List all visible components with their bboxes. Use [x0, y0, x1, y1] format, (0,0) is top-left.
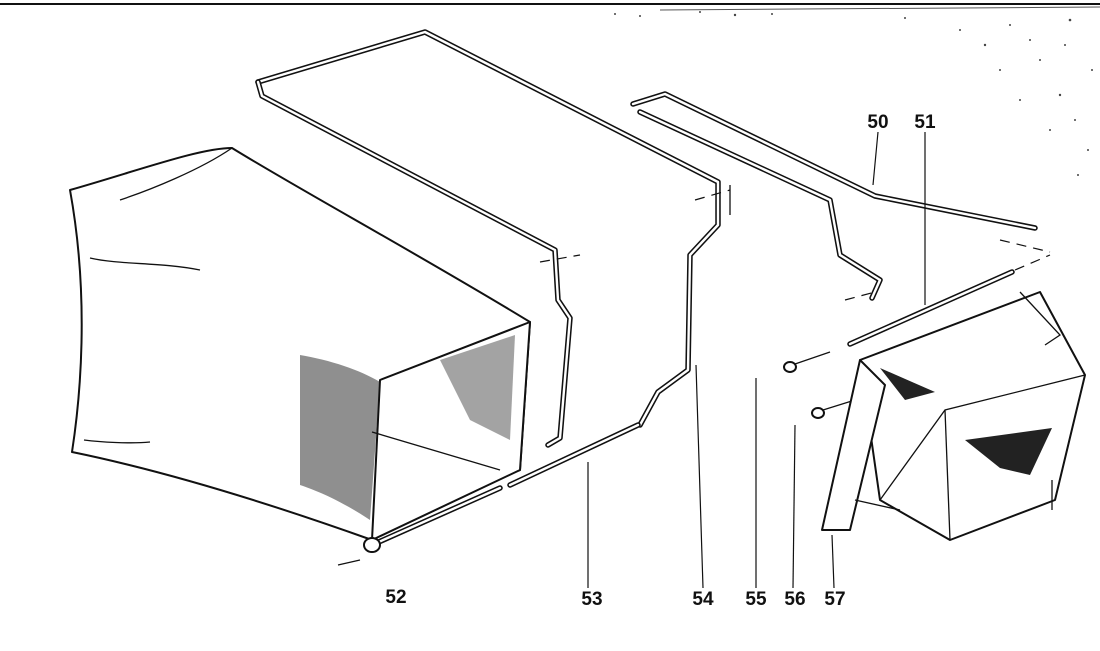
label-50: 50	[867, 112, 888, 133]
top-rail-50	[630, 91, 1051, 301]
bag-shading	[300, 355, 380, 520]
bag-frame-wire	[255, 29, 731, 448]
grass-bag	[69, 147, 531, 541]
bag-shading-inner	[440, 335, 515, 440]
part-labels: 50 51 52 53 54 55 56 57	[385, 112, 936, 610]
chute-57	[821, 291, 1086, 541]
top-border	[0, 3, 1100, 11]
label-52: 52	[385, 587, 406, 608]
chute-shading	[965, 428, 1052, 475]
screw-55	[783, 351, 831, 373]
rod-52	[363, 485, 503, 553]
label-leaders	[337, 131, 926, 589]
scan-noise	[614, 11, 1093, 176]
label-55: 55	[745, 589, 767, 610]
rod-53	[507, 422, 641, 488]
label-53: 53	[581, 589, 602, 610]
label-57: 57	[824, 589, 845, 610]
label-51: 51	[914, 112, 936, 133]
label-56: 56	[784, 589, 805, 610]
rod-51	[847, 254, 1051, 347]
label-54: 54	[692, 589, 714, 610]
chute-shading-2	[880, 368, 935, 400]
